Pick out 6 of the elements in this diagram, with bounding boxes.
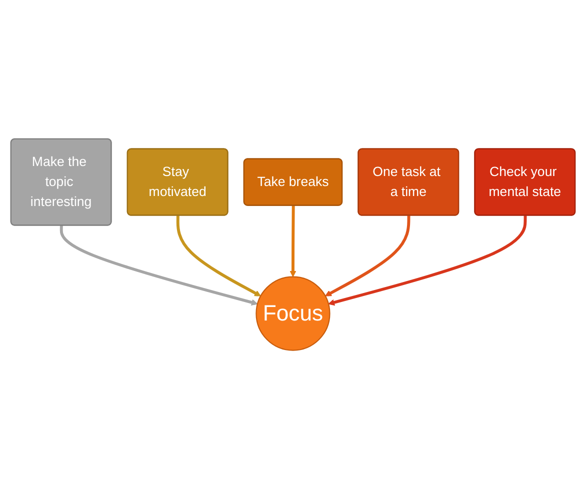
arrow (328, 215, 527, 306)
arrow (325, 215, 410, 296)
arrow (60, 225, 258, 306)
arrow (290, 206, 296, 277)
arrow (176, 215, 261, 296)
node-circle: Focus (256, 276, 330, 351)
